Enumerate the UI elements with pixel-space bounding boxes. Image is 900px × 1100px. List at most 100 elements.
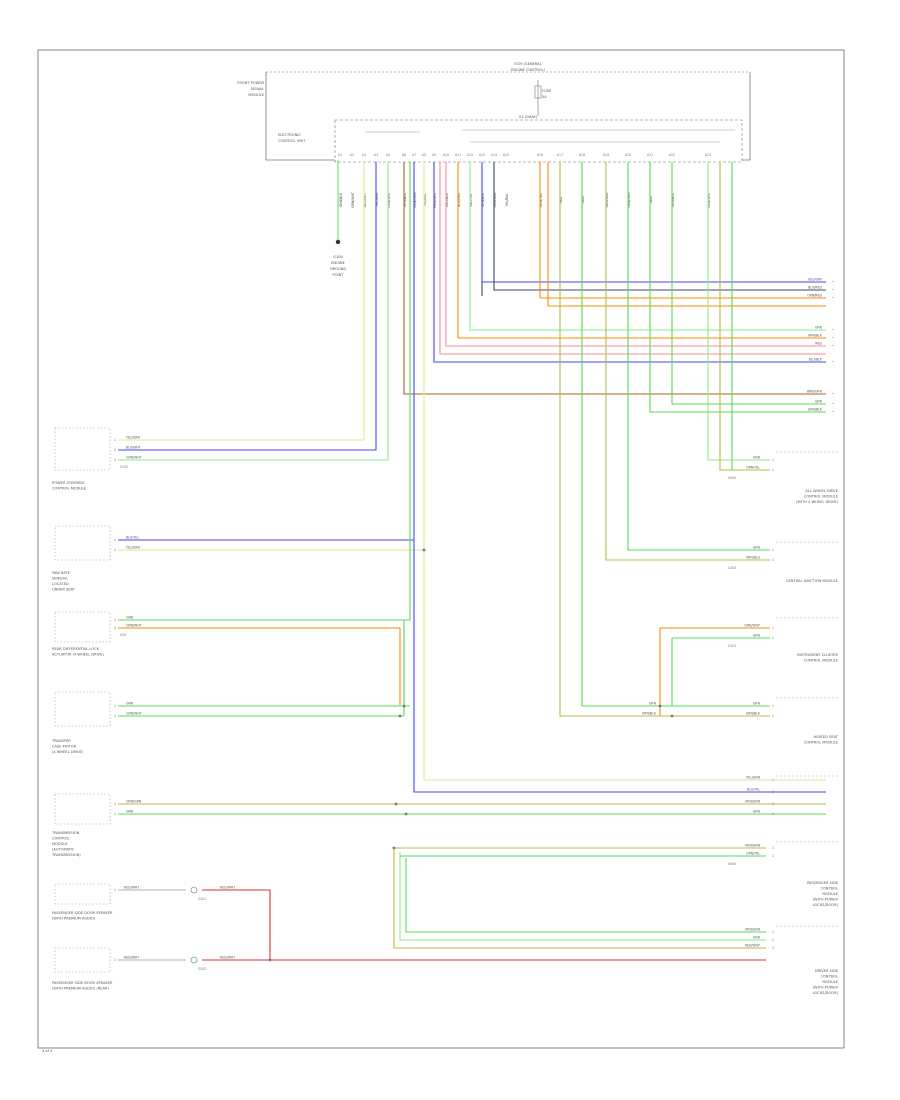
left-component-name: (WITH PREMIUM AUDIO) (REAR) — [52, 987, 109, 991]
right-component-name: PASSENGER SIDE — [807, 881, 839, 885]
left-component-name: MODULE — [52, 842, 68, 846]
splice-id: S201 — [198, 897, 206, 901]
left-pin-label: 2 — [114, 812, 116, 816]
splice-junction — [394, 802, 398, 806]
left-pin-label: 1 — [114, 704, 116, 708]
right-wire-label: GRN — [753, 634, 761, 638]
wire-hsm-1 — [581, 162, 770, 707]
right-component-name: INSTRUMENT CLUSTER — [797, 653, 838, 657]
module-title-1: ECM (GENERAL — [514, 62, 541, 66]
component-box-transfer — [54, 691, 111, 727]
right-component-name: LOCKS/DOOR) — [813, 903, 839, 907]
right-wire-label: GRN — [753, 936, 761, 940]
right-pin-label: 1 — [772, 930, 774, 934]
module-wire-label: RED/WHT — [433, 192, 437, 207]
left-wire-label: BLU/WHT — [126, 446, 141, 450]
right-pin-label: 3 — [772, 802, 774, 806]
wire-orn-red — [539, 162, 826, 299]
right-pin-label: 1 — [772, 778, 774, 782]
left-component-name: PASSENGER SIDE DOOR SPEAKER — [52, 911, 113, 915]
fuse-label-2: 5A — [542, 95, 547, 99]
wire-yaw-2 — [118, 162, 425, 551]
module-pin-label: A1 — [338, 153, 342, 157]
module-pin-label: A6 — [402, 153, 406, 157]
left-pin-label: 2 — [114, 448, 116, 452]
wire-grn-330 — [469, 162, 826, 331]
splice-junction — [402, 704, 406, 708]
module-pin-label: A20 — [625, 153, 631, 157]
left-wire-label: RED/WHT — [220, 886, 235, 890]
splice-junction — [404, 812, 408, 816]
bundle-pin-mark: • — [832, 392, 834, 396]
wire-orn-blk-338 — [457, 162, 826, 339]
module-pin-label: A19 — [603, 153, 609, 157]
left-component-name: ACTUATOR (4 WHEEL DRIVE) — [52, 653, 104, 657]
module-pin-label: A7 — [412, 153, 416, 157]
bundle-pin-mark: • — [832, 336, 834, 340]
module-pin-label: A9 — [432, 153, 436, 157]
module-connector — [334, 119, 743, 163]
left-component-name: (4 WHEEL DRIVE) — [52, 750, 84, 754]
left-component-name: PASSENGER SIDE DOOR SPEAKER — [52, 981, 113, 985]
splice-wire-label: GRN — [649, 702, 657, 706]
module-pin-label: A2 — [350, 153, 354, 157]
wire-brn-orn-394 — [403, 162, 826, 395]
module-wire-label: ORN/RED — [493, 192, 497, 207]
right-component-name: ALL WHEEL DRIVE — [805, 489, 838, 493]
right-component-name: MODULE — [822, 980, 838, 984]
ground-icon — [335, 239, 341, 245]
component-box-yaw — [54, 525, 111, 561]
right-connector-id: X400 — [728, 476, 736, 480]
module-sub-label-1: ELECTRONIC — [278, 133, 301, 137]
fuse-label-1: FUSE — [542, 89, 552, 93]
wire-spk-1b — [202, 889, 271, 960]
right-wire-label: GRN — [753, 456, 761, 460]
right-wire-label: BLU/YEL — [747, 788, 760, 792]
module-wire-label: GRN — [581, 196, 585, 204]
left-pin-label: 2 — [114, 626, 116, 630]
right-wire-label: RED/WHT — [745, 944, 760, 948]
bundle-pin-mark: • — [832, 280, 834, 284]
connector-id: X1 (GRAY) — [519, 115, 538, 119]
left-pin-label: 1 — [114, 538, 116, 542]
module-pin-label: A8 — [422, 153, 426, 157]
module-wire-label: ORN/BLK — [481, 192, 485, 207]
left-component-name: UNDER SEAT — [52, 588, 76, 592]
module-pin-label: A10 — [443, 153, 449, 157]
bundle-pin-mark: • — [832, 410, 834, 414]
left-wire-label: GRN — [126, 702, 134, 706]
left-component-name: SENSOR, — [52, 577, 68, 581]
module-pin-label: A5 — [386, 153, 390, 157]
wire-grn-402 — [671, 162, 826, 405]
splice-junction — [398, 714, 402, 718]
wire-rd-1 — [118, 162, 411, 621]
left-component-name: CONTROL MODULE — [52, 487, 87, 491]
module-pin-label: A4 — [374, 153, 378, 157]
module-wire-label: ORN/WHT — [387, 192, 391, 208]
wire-yaw-1 — [118, 162, 415, 541]
ground-label-4: POINT — [333, 273, 345, 277]
component-box-power-steering — [54, 427, 111, 471]
right-component-name: CONTROL — [820, 887, 838, 891]
right-pin-label: 1 — [772, 548, 774, 552]
wire-cjm-2 — [605, 162, 770, 561]
right-wire-label: ORN/GRN — [745, 800, 761, 804]
bundle-pin-mark: • — [832, 360, 834, 364]
left-wire-label: GRN/WHT — [126, 712, 142, 716]
wire-awd-1 — [707, 162, 770, 461]
module-pin-label: A3 — [362, 153, 366, 157]
splice-wire-label: ORN/BLK — [642, 712, 657, 716]
wire-blu-red — [493, 162, 826, 291]
module-title-2: ENGINE CONTROL) — [511, 68, 545, 72]
right-component-name: LOCKS/DOOR) — [813, 991, 839, 995]
module-wire-label: ORN/BLU — [403, 192, 407, 207]
right-component-name: CONTROL MODULE — [804, 495, 839, 499]
splice-icon — [190, 886, 198, 894]
module-wire-label: GRN/BLK — [671, 192, 675, 207]
wire-grn-blk-412 — [649, 162, 826, 413]
bundle-wire-label: ORN/BLK — [808, 334, 823, 338]
module-wire-label: BRN/GRN — [413, 192, 417, 208]
bundle-pin-mark: • — [832, 296, 834, 300]
right-pin-label: 3 — [772, 946, 774, 950]
left-wire-label: RED/WHT — [220, 956, 235, 960]
